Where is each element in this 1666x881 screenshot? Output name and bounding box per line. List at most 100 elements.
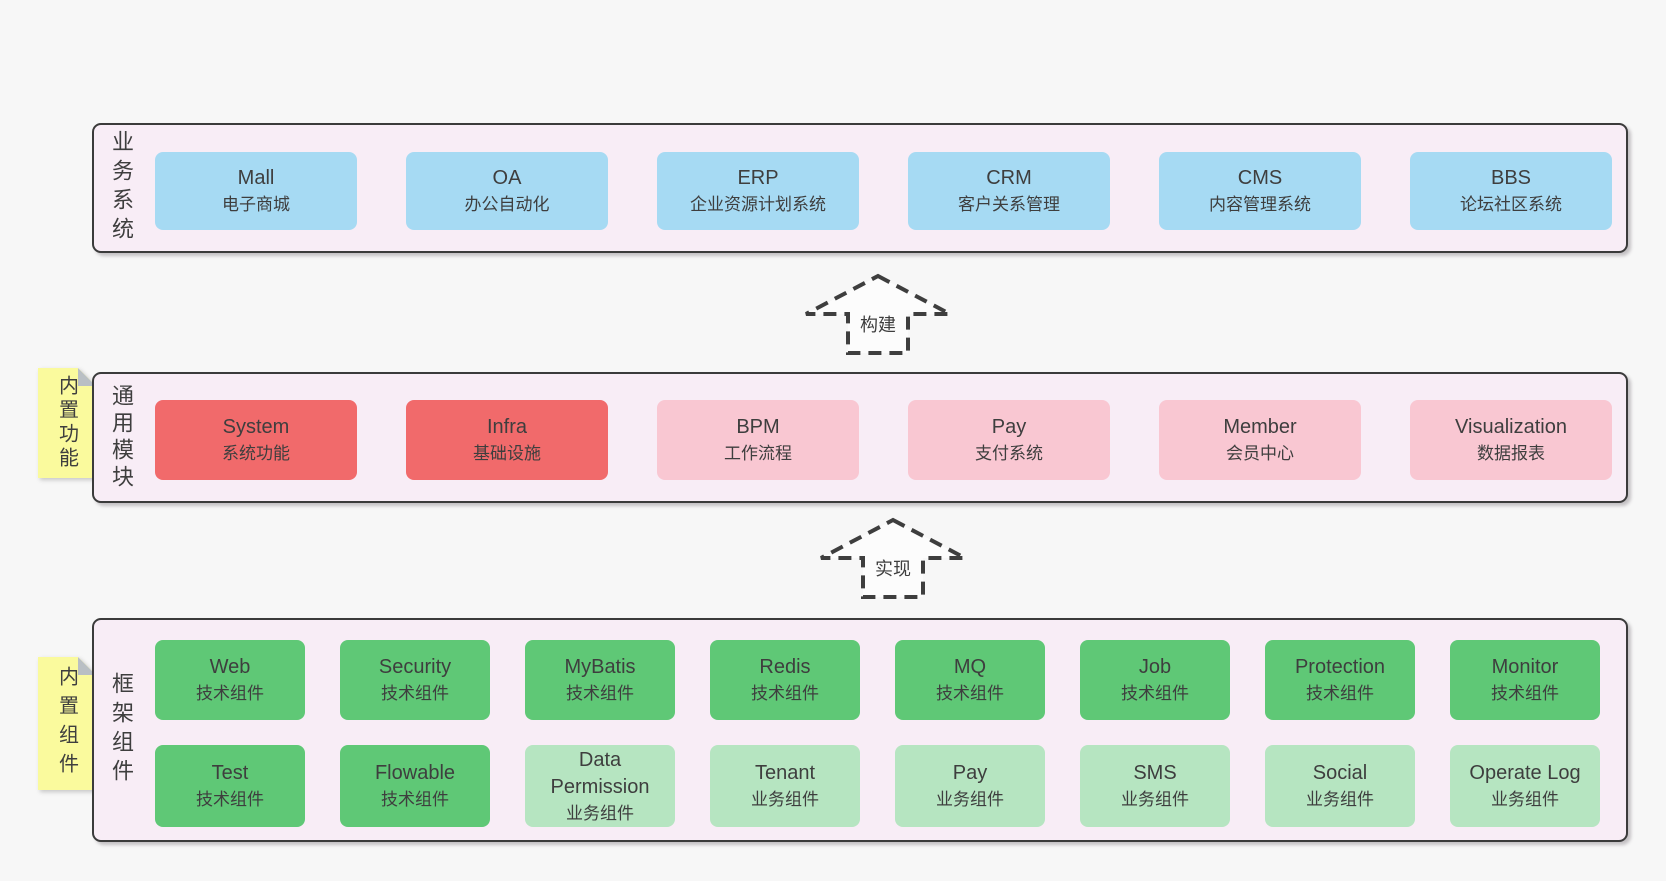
node-desc: 技术组件 <box>936 684 1004 703</box>
business-systems-panel: 业务系统 Mall 电子商城 OA 办公自动化 ERP 企业资源计划系统 <box>92 123 1628 253</box>
node-name: Test <box>211 762 249 784</box>
diagram-node: Web 技术组件 <box>155 640 305 720</box>
node-desc: 内容管理系统 <box>1209 195 1311 214</box>
node-name: Pay <box>952 762 988 784</box>
diagram-node: Member 会员中心 <box>1159 400 1361 480</box>
diagram-node: Social 业务组件 <box>1265 745 1415 827</box>
node-name: CRM <box>986 167 1032 189</box>
node-desc: 业务组件 <box>1491 790 1559 809</box>
node-name: Tenant <box>754 762 816 784</box>
node-desc: 技术组件 <box>381 684 449 703</box>
node-desc: 业务组件 <box>1306 790 1374 809</box>
node-desc: 技术组件 <box>751 684 819 703</box>
node-name: BPM <box>736 416 780 438</box>
node-desc: 办公自动化 <box>464 195 550 214</box>
sticky-note-builtin-components-wrap: 内置组件 <box>38 657 96 790</box>
diagram-node: Tenant 业务组件 <box>710 745 860 827</box>
sticky-note-builtin-components: 内置组件 <box>38 657 96 790</box>
node-name: Operate Log <box>1469 762 1581 784</box>
node-desc: 技术组件 <box>196 790 264 809</box>
business-systems-side-label: 业务系统 <box>109 130 134 246</box>
node-desc: 企业资源计划系统 <box>690 195 826 214</box>
diagram-node: Pay 支付系统 <box>908 400 1110 480</box>
node-desc: 支付系统 <box>975 444 1043 463</box>
diagram-node: Flowable 技术组件 <box>340 745 490 827</box>
diagram-node: Job 技术组件 <box>1080 640 1230 720</box>
node-desc: 技术组件 <box>1121 684 1189 703</box>
diagram-node: Operate Log 业务组件 <box>1450 745 1600 827</box>
node-name: Social <box>1312 762 1368 784</box>
node-name: SMS <box>1133 762 1177 784</box>
diagram-node: SMS 业务组件 <box>1080 745 1230 827</box>
common-modules-side-label: 通用模块 <box>109 383 134 492</box>
framework-components-panel: 框架组件 Web 技术组件 Security 技术组件 MyBatis 技术组件 <box>92 618 1628 842</box>
diagram-node: MQ 技术组件 <box>895 640 1045 720</box>
diagram-node: Visualization 数据报表 <box>1410 400 1612 480</box>
node-name: Security <box>378 656 452 678</box>
node-desc: 技术组件 <box>1491 684 1559 703</box>
sticky-note-builtin-features-wrap: 内置功能 <box>38 368 96 478</box>
node-name: Member <box>1223 416 1297 438</box>
node-name: ERP <box>737 167 779 189</box>
framework-components-row-1: Web 技术组件 Security 技术组件 MyBatis 技术组件 Redi… <box>155 640 1600 720</box>
node-name: Protection <box>1294 656 1386 678</box>
diagram-node: Redis 技术组件 <box>710 640 860 720</box>
common-modules-row: System 系统功能 Infra 基础设施 BPM 工作流程 Pay 支付系统 <box>155 400 1612 480</box>
diagram-node: Monitor 技术组件 <box>1450 640 1600 720</box>
diagram-node: BBS 论坛社区系统 <box>1410 152 1612 230</box>
node-name: Visualization <box>1455 416 1567 438</box>
node-desc: 会员中心 <box>1226 444 1294 463</box>
node-name: Data Permission <box>550 748 650 798</box>
diagram-node: Protection 技术组件 <box>1265 640 1415 720</box>
diagram-node: Data Permission 业务组件 <box>525 745 675 827</box>
node-name: Job <box>1138 656 1172 678</box>
node-desc: 技术组件 <box>381 790 449 809</box>
node-desc: 基础设施 <box>473 444 541 463</box>
implement-arrow: 实现 <box>813 517 973 600</box>
diagram-node: CRM 客户关系管理 <box>908 152 1110 230</box>
node-desc: 业务组件 <box>936 790 1004 809</box>
node-desc: 业务组件 <box>1121 790 1189 809</box>
node-desc: 电子商城 <box>222 195 290 214</box>
node-desc: 工作流程 <box>724 444 792 463</box>
node-name: Redis <box>759 656 811 678</box>
node-name: CMS <box>1237 167 1283 189</box>
node-desc: 业务组件 <box>751 790 819 809</box>
build-arrow: 构建 <box>798 273 958 356</box>
framework-components-row-2: Test 技术组件 Flowable 技术组件 Data Permission … <box>155 745 1600 827</box>
business-systems-row: Mall 电子商城 OA 办公自动化 ERP 企业资源计划系统 CRM 客户关系… <box>155 152 1612 230</box>
node-name: Web <box>209 656 251 678</box>
node-desc: 系统功能 <box>222 444 290 463</box>
build-arrow-label: 构建 <box>856 310 900 338</box>
diagram-node: Security 技术组件 <box>340 640 490 720</box>
node-desc: 技术组件 <box>196 684 264 703</box>
diagram-node: ERP 企业资源计划系统 <box>657 152 859 230</box>
node-name: OA <box>492 167 522 189</box>
diagram-node: BPM 工作流程 <box>657 400 859 480</box>
node-desc: 技术组件 <box>566 684 634 703</box>
node-name: Monitor <box>1491 656 1559 678</box>
diagram-node: CMS 内容管理系统 <box>1159 152 1361 230</box>
node-name: MQ <box>953 656 987 678</box>
diagram-node: Test 技术组件 <box>155 745 305 827</box>
node-desc: 技术组件 <box>1306 684 1374 703</box>
node-name: Infra <box>486 416 528 438</box>
node-desc: 业务组件 <box>566 803 634 823</box>
diagram-node: Pay 业务组件 <box>895 745 1045 827</box>
node-desc: 论坛社区系统 <box>1460 195 1562 214</box>
node-name: MyBatis <box>564 656 636 678</box>
diagram-node: Mall 电子商城 <box>155 152 357 230</box>
diagram-node: Infra 基础设施 <box>406 400 608 480</box>
sticky-note-builtin-features: 内置功能 <box>38 368 96 478</box>
node-desc: 客户关系管理 <box>958 195 1060 214</box>
diagram-node: System 系统功能 <box>155 400 357 480</box>
node-name: Mall <box>237 167 275 189</box>
node-name: System <box>222 416 290 438</box>
framework-components-side-label: 框架组件 <box>109 672 134 788</box>
node-desc: 数据报表 <box>1477 444 1545 463</box>
node-name: Flowable <box>374 762 456 784</box>
node-name: Pay <box>991 416 1027 438</box>
node-name: BBS <box>1490 167 1532 189</box>
common-modules-panel: 通用模块 System 系统功能 Infra 基础设施 BPM 工作流程 <box>92 372 1628 503</box>
